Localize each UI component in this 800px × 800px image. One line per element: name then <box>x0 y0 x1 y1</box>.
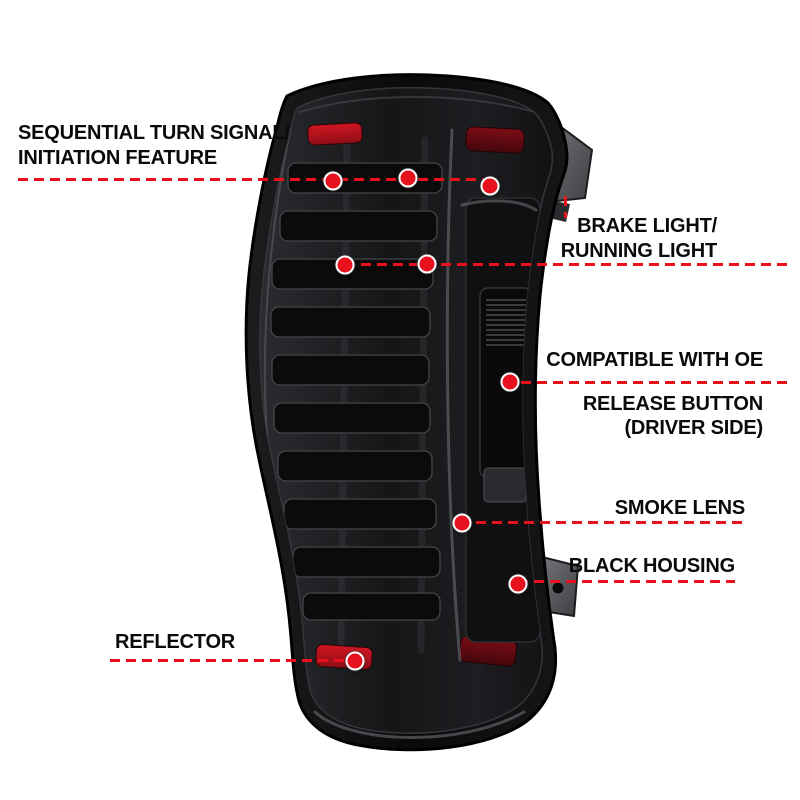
led-strip-highlight <box>337 136 351 654</box>
turn-signal-bars <box>270 162 443 621</box>
callout-reflector-label: REFLECTOR <box>115 631 236 653</box>
callout-black-housing-line <box>518 580 735 583</box>
turn-signal-bar <box>283 498 437 530</box>
callout-oe-button-line3: (DRIVER SIDE) <box>624 417 763 439</box>
callout-reflector-line <box>110 659 357 662</box>
turn-signal-bar <box>279 210 438 242</box>
lens-top-highlight <box>299 96 537 113</box>
callout-brake-light-dot <box>335 255 355 275</box>
mounting-bracket-top <box>543 112 594 222</box>
callout-smoke-lens-label: SMOKE LENS <box>614 497 745 519</box>
turn-signal-bar <box>302 592 441 621</box>
turn-signal-bar <box>271 354 430 386</box>
callout-turn-signal-line1: SEQUENTIAL TURN SIGNAL/ <box>18 122 290 144</box>
turn-signal-bar <box>270 306 431 338</box>
turn-signal-bar <box>273 402 431 434</box>
light-bar-top-curve <box>460 199 538 212</box>
turn-signal-bar <box>292 546 441 578</box>
callout-oe-button-line2: RELEASE BUTTON <box>582 393 763 415</box>
reflector-top-left <box>307 122 363 146</box>
callout-brake-light-vline <box>564 196 567 218</box>
turn-signal-bar <box>277 450 433 482</box>
reflector-bottom-right <box>458 635 518 667</box>
led-strip-highlight <box>417 136 429 654</box>
callout-turn-signal-dot <box>323 171 343 191</box>
callout-brake-light-line1: BRAKE LIGHT/ <box>577 215 717 237</box>
callout-brake-light-dot <box>417 254 437 274</box>
callout-turn-signal-dot <box>398 168 418 188</box>
callout-oe-button-dot <box>500 372 520 392</box>
callout-black-housing-dot <box>508 574 528 594</box>
reflector-bottom-left <box>315 643 373 671</box>
reflector-top-right <box>465 126 525 154</box>
callout-brake-light-line2: RUNNING LIGHT <box>560 240 717 262</box>
callout-turn-signal-line2: INITIATION FEATURE <box>18 147 217 169</box>
callout-brake-light-line <box>345 263 792 266</box>
callout-smoke-lens-dot <box>452 513 472 533</box>
callout-turn-signal-line <box>18 178 492 181</box>
callout-oe-button-line1: COMPATIBLE WITH OE <box>546 349 763 371</box>
callout-smoke-lens-line <box>460 521 748 524</box>
callout-oe-button-line <box>505 381 790 384</box>
lens-edge-highlight <box>263 129 304 665</box>
housing-bottom-rim <box>313 710 526 739</box>
callout-turn-signal-dot <box>480 176 500 196</box>
callout-reflector-dot <box>345 651 365 671</box>
callout-black-housing-label: BLACK HOUSING <box>568 555 735 577</box>
oe-release-button <box>479 287 533 503</box>
running-light-bar-highlight <box>445 128 462 662</box>
